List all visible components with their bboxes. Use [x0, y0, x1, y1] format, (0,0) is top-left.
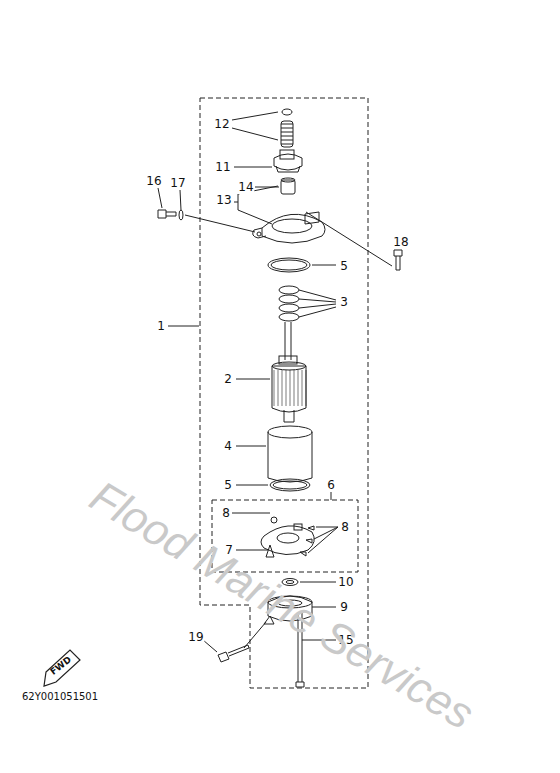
callout-number: 16	[145, 174, 162, 188]
callout-number: 10	[337, 575, 354, 589]
direction-arrow-label: FWD	[49, 655, 73, 677]
watermark: Flood Marine Services	[83, 473, 481, 736]
callout-number: 5	[223, 478, 233, 492]
callout-number: 8	[221, 506, 231, 520]
callout-number: 11	[214, 160, 231, 174]
callout-number: 2	[223, 372, 233, 386]
callout-number: 1	[156, 319, 166, 333]
callout-number: 6	[326, 478, 336, 492]
callout-number: 14	[237, 180, 254, 194]
diagram-code: 62Y001051501	[22, 692, 98, 702]
callout-number: 4	[223, 439, 233, 453]
callout-number: 13	[215, 193, 232, 207]
callout-number: 8	[340, 520, 350, 534]
callout-number: 12	[213, 117, 230, 131]
callout-number: 5	[339, 259, 349, 273]
callout-number: 9	[339, 600, 349, 614]
callout-number: 3	[339, 295, 349, 309]
callout-number: 19	[187, 630, 204, 644]
callout-number: 18	[392, 235, 409, 249]
callout-number: 17	[169, 176, 186, 190]
